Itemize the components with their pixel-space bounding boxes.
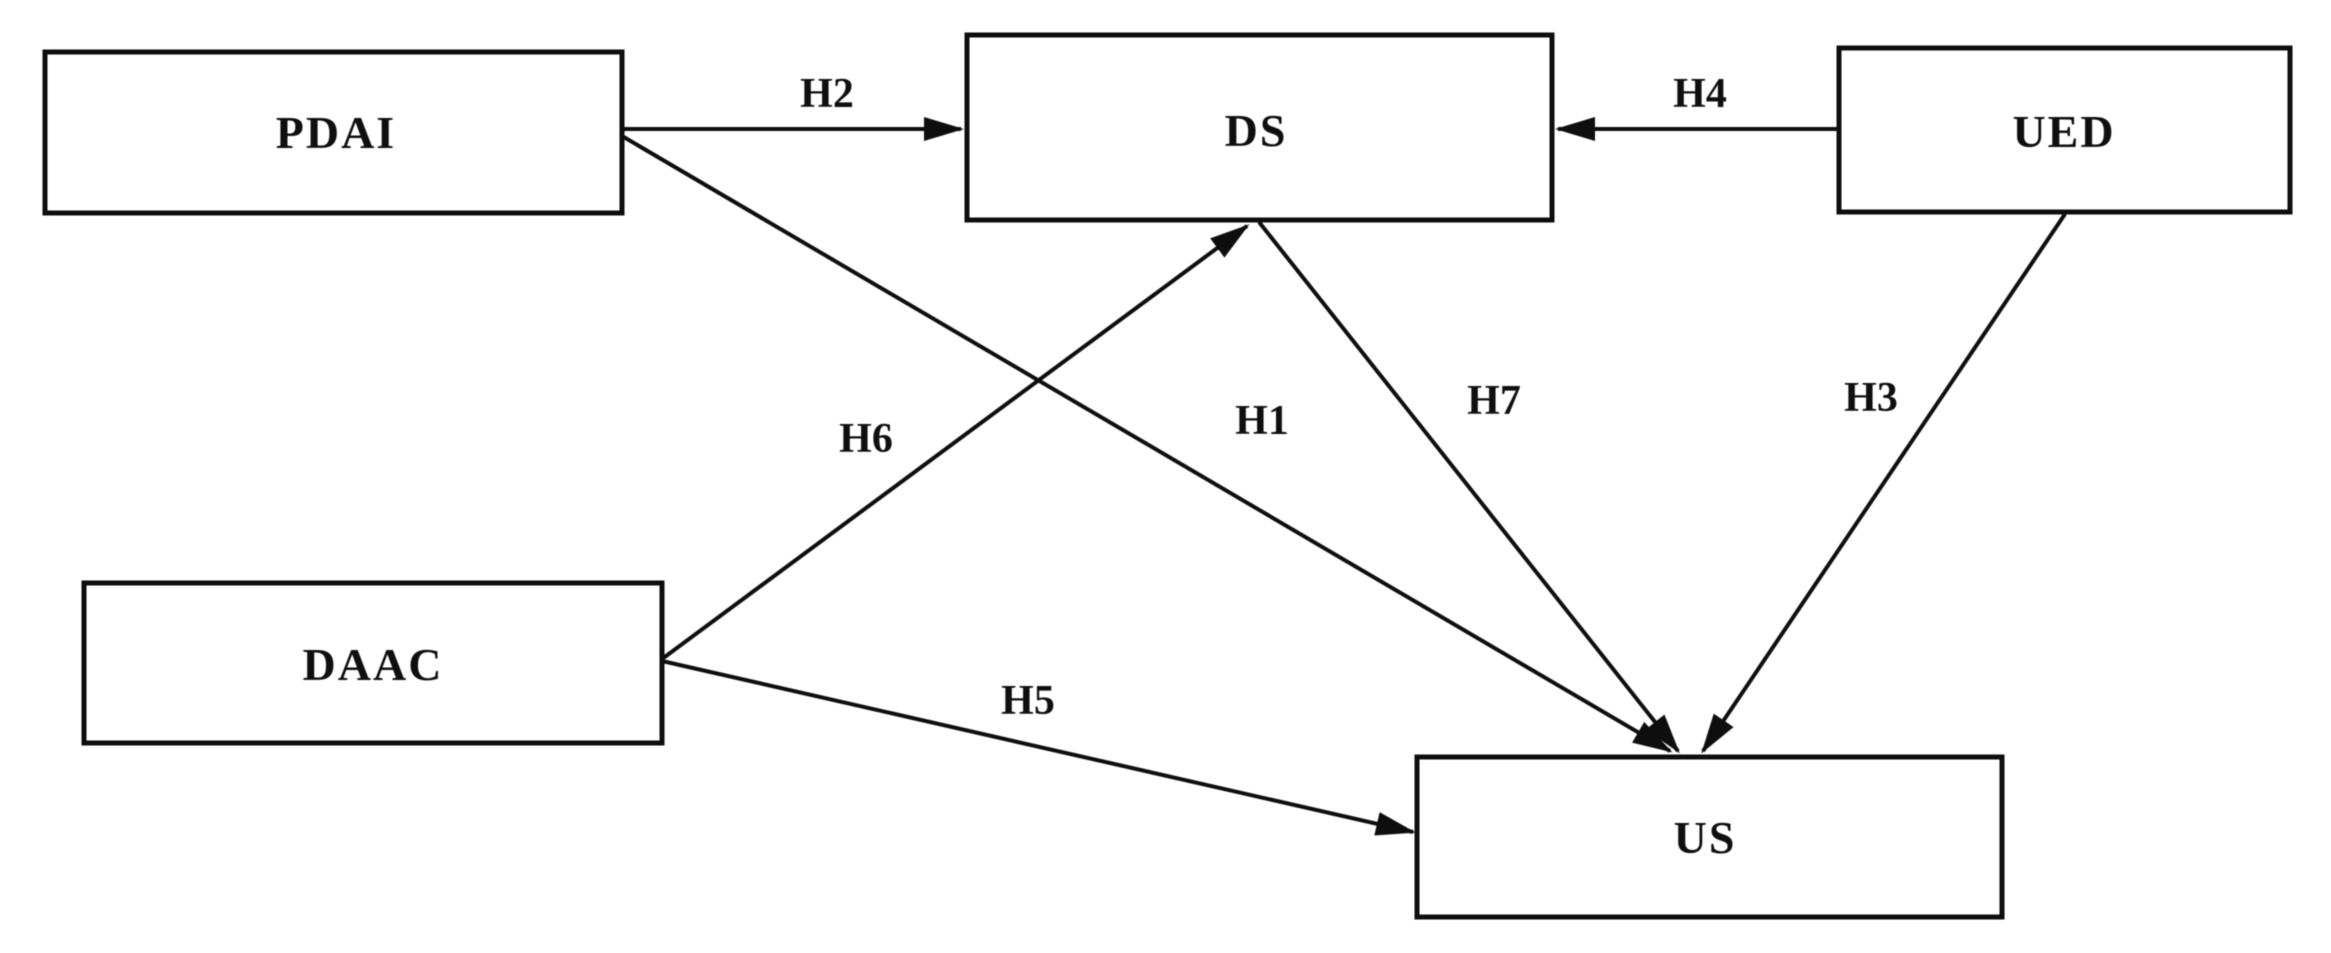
- edge-h6-label: H6: [839, 416, 893, 462]
- edge-h5-arrow: [661, 659, 1416, 836]
- edge-h7: H7: [1257, 220, 1680, 754]
- edge-h1: H1: [620, 134, 1673, 753]
- edge-h3-arrow: [1701, 212, 2067, 754]
- node-pdai-label: PDAI: [276, 107, 396, 158]
- edge-h7-arrow: [1257, 220, 1680, 754]
- node-pdai-box: [42, 49, 625, 216]
- node-ued-box: [1836, 45, 2293, 215]
- edge-h5: H5: [661, 659, 1416, 836]
- node-ds-box: [964, 32, 1555, 223]
- edge-h4-label: H4: [1673, 71, 1727, 117]
- edge-h2: H2: [622, 71, 964, 141]
- node-us-label: US: [1674, 812, 1737, 863]
- edge-h2-label: H2: [800, 71, 854, 117]
- node-daac: DAAC: [81, 580, 665, 746]
- edge-h3: H3: [1701, 212, 2067, 754]
- node-ds-label: DS: [1225, 105, 1288, 156]
- edge-h1-label: H1: [1235, 398, 1289, 444]
- node-daac-label: DAAC: [303, 639, 444, 690]
- node-ds: DS: [964, 32, 1555, 223]
- edge-h6-arrow: [660, 224, 1250, 661]
- edge-h4: H4: [1555, 71, 1839, 141]
- edge-h3-label: H3: [1844, 375, 1898, 421]
- node-pdai: PDAI: [42, 49, 625, 216]
- edge-h1-arrow: [620, 134, 1673, 753]
- edge-h6: H6: [660, 224, 1250, 661]
- node-ued: UED: [1836, 45, 2293, 215]
- node-daac-box: [81, 580, 665, 746]
- edge-h7-label: H7: [1467, 378, 1521, 424]
- node-us: US: [1414, 754, 2005, 920]
- node-ued-label: UED: [2012, 106, 2115, 157]
- node-us-box: [1414, 754, 2005, 920]
- edge-h5-label: H5: [1001, 678, 1055, 724]
